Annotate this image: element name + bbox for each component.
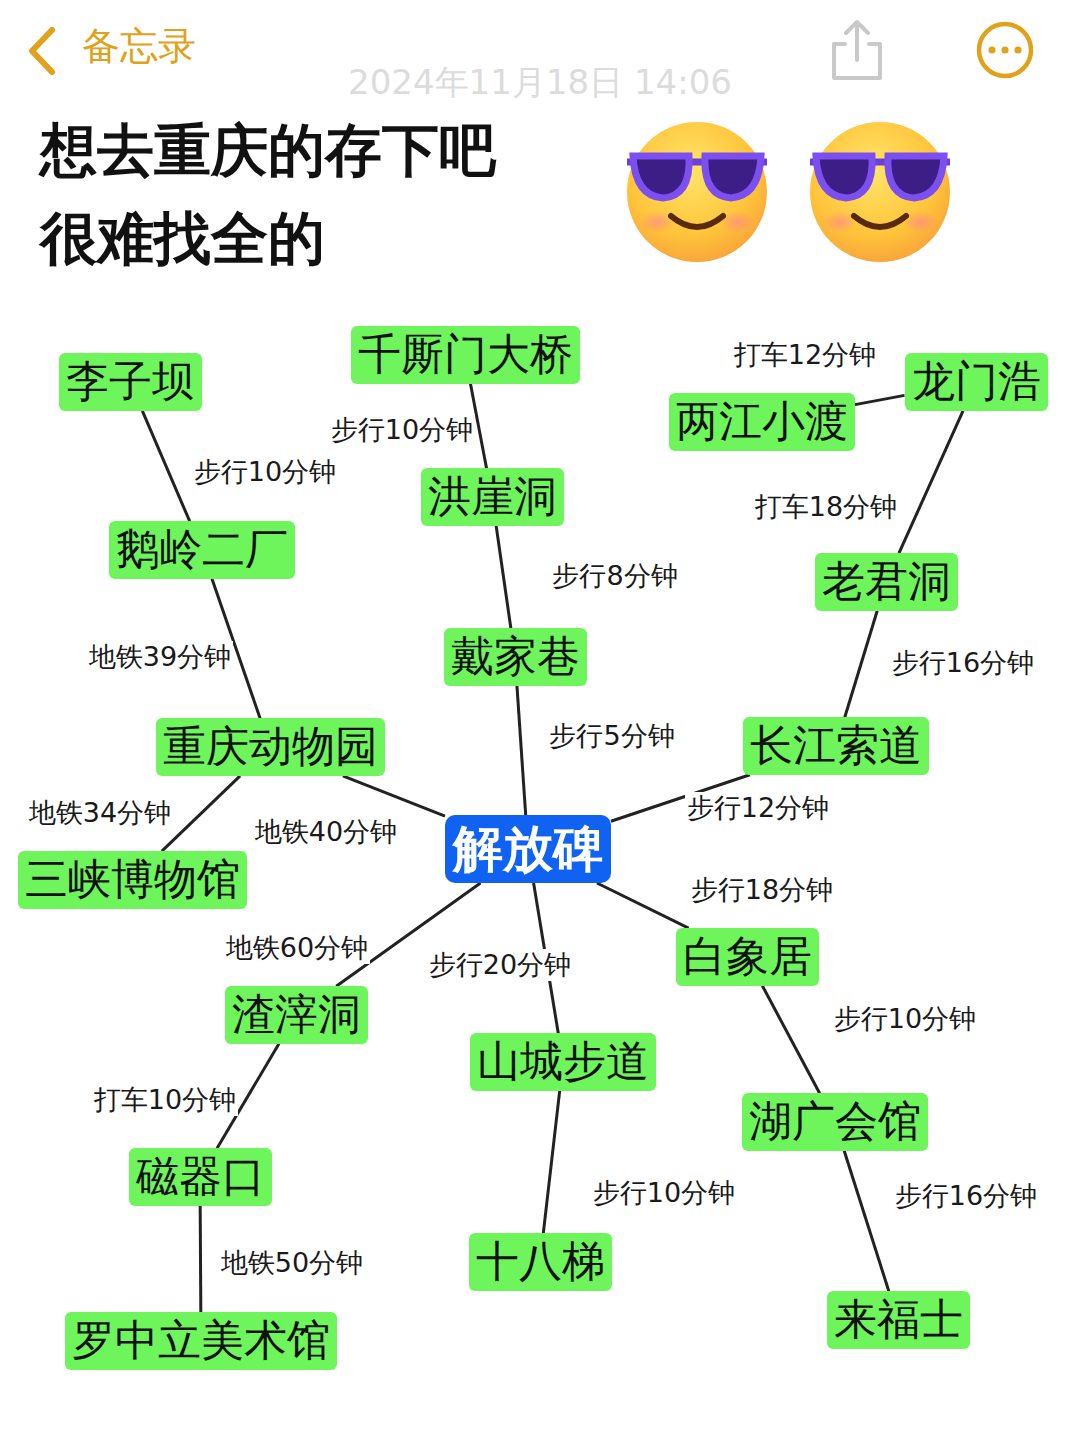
route-line: [517, 686, 526, 815]
travel-time: 打车12分钟: [732, 339, 878, 371]
route-line: [845, 611, 877, 717]
travel-time: 地铁34分钟: [27, 797, 173, 829]
place-box: 湖广会馆: [742, 1093, 928, 1151]
route-line: [517, 686, 526, 815]
place-name: 十八梯: [476, 1236, 605, 1288]
route-line: [142, 411, 189, 521]
route-line: [899, 411, 963, 553]
place-box: 来福士: [827, 1291, 970, 1349]
place-name: 千厮门大桥: [358, 329, 573, 381]
route-line: [855, 395, 905, 404]
place-name: 鹅岭二厂: [116, 524, 288, 576]
travel-time: 打车10分钟: [92, 1084, 238, 1116]
route-line: [199, 1206, 203, 1312]
share-icon: [834, 22, 880, 78]
travel-time: 步行10分钟: [591, 1177, 737, 1209]
more-icon: [979, 24, 1031, 76]
travel-time: 地铁39分钟: [87, 641, 233, 673]
route-line: [899, 411, 963, 553]
route-line: [543, 1091, 559, 1233]
place-box: 老君洞: [815, 553, 958, 611]
route-line: [162, 776, 240, 851]
place-name: 湖广会馆: [749, 1096, 921, 1148]
place-name: 龙门浩: [912, 356, 1041, 408]
place-box: 山城步道: [470, 1033, 656, 1091]
place-name: 来福士: [834, 1294, 963, 1346]
place-box: 鹅岭二厂: [109, 521, 295, 579]
sunglasses-emoji: [810, 122, 950, 262]
route-line: [597, 883, 689, 928]
travel-time: 步行18分钟: [689, 874, 835, 906]
route-line: [343, 776, 445, 816]
place-name: 解放碑: [453, 819, 603, 879]
route-line: [845, 611, 877, 717]
travel-time: 步行16分钟: [890, 647, 1036, 679]
travel-time: 地铁40分钟: [253, 816, 399, 848]
place-box: 戴家巷: [444, 628, 587, 686]
place-name: 罗中立美术馆: [72, 1315, 330, 1367]
hub-box: 解放碑: [445, 815, 611, 883]
place-box: 白象居: [676, 928, 819, 986]
place-box: 千厮门大桥: [351, 326, 580, 384]
route-line: [855, 395, 905, 404]
place-name: 两江小渡: [676, 396, 848, 448]
place-box: 罗中立美术馆: [65, 1312, 337, 1370]
travel-time: 步行16分钟: [893, 1180, 1039, 1212]
place-name: 白象居: [683, 931, 812, 983]
travel-time: 地铁50分钟: [219, 1247, 365, 1279]
sunglasses-emoji: [627, 122, 767, 262]
place-box: 洪崖洞: [421, 468, 564, 526]
travel-time: 步行8分钟: [550, 560, 679, 592]
place-box: 龙门浩: [905, 353, 1048, 411]
route-line: [762, 986, 819, 1093]
route-line: [844, 1151, 889, 1291]
place-name: 洪崖洞: [428, 471, 557, 523]
travel-time: 步行12分钟: [685, 792, 831, 824]
route-line: [844, 1151, 889, 1291]
place-name: 渣滓洞: [232, 989, 361, 1041]
route-line: [162, 776, 240, 851]
route-line: [343, 776, 445, 816]
page-title: 想去重庆的存下吧 很难找全的: [40, 106, 519, 282]
route-line: [142, 411, 189, 521]
back-chevron: [32, 30, 52, 72]
place-name: 磁器口: [136, 1151, 265, 1203]
place-box: 重庆动物园: [156, 718, 385, 776]
place-name: 三峡博物馆: [25, 854, 240, 906]
place-box: 三峡博物馆: [18, 851, 247, 909]
route-line: [543, 1091, 559, 1233]
place-box: 长江索道: [743, 717, 929, 775]
place-box: 李子坝: [59, 353, 202, 411]
timestamp: 2024年11月18日 14:06: [348, 62, 732, 103]
place-box: 两江小渡: [669, 393, 855, 451]
place-box: 磁器口: [129, 1148, 272, 1206]
travel-time: 地铁60分钟: [224, 932, 370, 964]
place-name: 戴家巷: [451, 631, 580, 683]
route-line: [496, 526, 511, 628]
place-name: 山城步道: [477, 1036, 649, 1088]
route-line: [762, 986, 819, 1093]
travel-time: 步行5分钟: [547, 720, 676, 752]
back-label: 备忘录: [82, 24, 196, 70]
place-name: 老君洞: [822, 556, 951, 608]
route-line: [597, 883, 689, 928]
place-box: 十八梯: [469, 1233, 612, 1291]
travel-time: 步行10分钟: [832, 1003, 978, 1035]
place-name: 李子坝: [66, 356, 195, 408]
place-box: 渣滓洞: [225, 986, 368, 1044]
route-line: [496, 526, 511, 628]
place-name: 长江索道: [750, 720, 922, 772]
place-name: 重庆动物园: [163, 721, 378, 773]
route-line: [200, 1206, 202, 1312]
travel-time: 步行20分钟: [427, 949, 573, 981]
travel-time: 步行10分钟: [329, 414, 475, 446]
travel-time: 打车18分钟: [753, 491, 899, 523]
travel-time: 步行10分钟: [192, 456, 338, 488]
